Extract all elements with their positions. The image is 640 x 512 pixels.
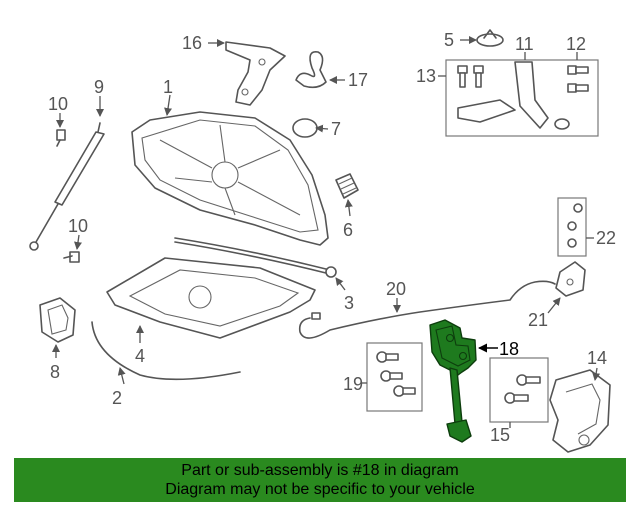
callout-2: 2 — [112, 367, 126, 408]
callout-18: 18 — [478, 339, 519, 359]
callout-20: 20 — [386, 279, 406, 313]
plug-part[interactable] — [292, 118, 318, 138]
callout-5: 5 — [444, 30, 477, 50]
callout-7: 7 — [315, 119, 341, 139]
highlight-banner: Part or sub-assembly is #18 in diagram D… — [14, 458, 626, 502]
svg-text:21: 21 — [528, 310, 548, 330]
latch-bolts-part-19[interactable] — [376, 351, 416, 397]
svg-text:15: 15 — [490, 425, 510, 445]
callout-12: 12 — [566, 34, 586, 60]
hinge-part-11[interactable] — [457, 61, 570, 130]
bolt-part-10-lower[interactable] — [63, 251, 80, 263]
cable-bracket-part[interactable] — [555, 261, 586, 297]
svg-text:11: 11 — [515, 34, 534, 54]
hood-latch-part-18[interactable] — [429, 319, 477, 443]
svg-text:22: 22 — [596, 228, 616, 248]
svg-text:6: 6 — [343, 220, 353, 240]
latch-bolts-part-22[interactable] — [567, 203, 583, 248]
svg-text:4: 4 — [135, 346, 145, 366]
svg-text:10: 10 — [68, 216, 88, 236]
callout-15: 15 — [490, 422, 511, 445]
callout-9: 9 — [94, 77, 104, 117]
svg-text:13: 13 — [416, 66, 436, 86]
svg-text:3: 3 — [344, 293, 354, 313]
svg-text:20: 20 — [386, 279, 406, 299]
svg-text:19: 19 — [343, 374, 363, 394]
svg-text:1: 1 — [163, 77, 173, 97]
bolts-part-15[interactable] — [504, 374, 541, 404]
release-cable-part[interactable] — [298, 280, 556, 339]
clip-part[interactable] — [476, 29, 504, 47]
svg-text:8: 8 — [50, 362, 60, 382]
svg-text:14: 14 — [587, 348, 607, 368]
svg-text:16: 16 — [182, 33, 202, 53]
callout-13: 13 — [416, 66, 446, 86]
svg-text:12: 12 — [566, 34, 586, 54]
hood-part[interactable] — [131, 111, 329, 246]
hinge-bolts-part-12[interactable] — [567, 65, 589, 93]
svg-text:18: 18 — [499, 339, 519, 359]
bumper-stop-part[interactable] — [335, 173, 359, 199]
svg-text:10: 10 — [48, 94, 68, 114]
callout-21: 21 — [528, 297, 561, 330]
callout-8: 8 — [50, 344, 60, 382]
callout-16: 16 — [182, 33, 225, 53]
bolts-box-15 — [489, 357, 549, 423]
svg-text:5: 5 — [444, 30, 454, 50]
callout-14: 14 — [587, 348, 607, 381]
svg-text:7: 7 — [331, 119, 341, 139]
callout-10-upper: 10 — [48, 94, 68, 128]
callout-17: 17 — [329, 70, 368, 90]
weatherstrip-part[interactable] — [174, 237, 337, 278]
callout-1: 1 — [163, 77, 173, 116]
insulator-part[interactable] — [106, 257, 316, 339]
callout-4: 4 — [135, 325, 145, 366]
callout-10-lower: 10 — [68, 216, 88, 250]
hinge-arm-part[interactable] — [225, 41, 286, 106]
svg-text:2: 2 — [112, 388, 122, 408]
latch-support-part[interactable] — [549, 369, 611, 453]
banner-line-1: Part or sub-assembly is #18 in diagram — [181, 462, 459, 479]
spring-clip-part[interactable] — [295, 51, 327, 89]
callout-3: 3 — [335, 277, 354, 313]
callout-22: 22 — [586, 228, 616, 248]
hinge-bolts-part-13[interactable] — [457, 65, 484, 88]
seal-part[interactable] — [91, 321, 241, 381]
callout-19: 19 — [343, 374, 367, 394]
bolt-part-10-upper[interactable] — [56, 129, 66, 147]
svg-text:17: 17 — [348, 70, 368, 90]
gas-strut-part[interactable] — [29, 122, 105, 251]
bumper-part[interactable] — [39, 297, 76, 343]
svg-text:9: 9 — [94, 77, 104, 97]
banner-line-2: Diagram may not be specific to your vehi… — [165, 481, 475, 498]
callout-6: 6 — [343, 199, 353, 240]
callout-11: 11 — [515, 34, 534, 60]
